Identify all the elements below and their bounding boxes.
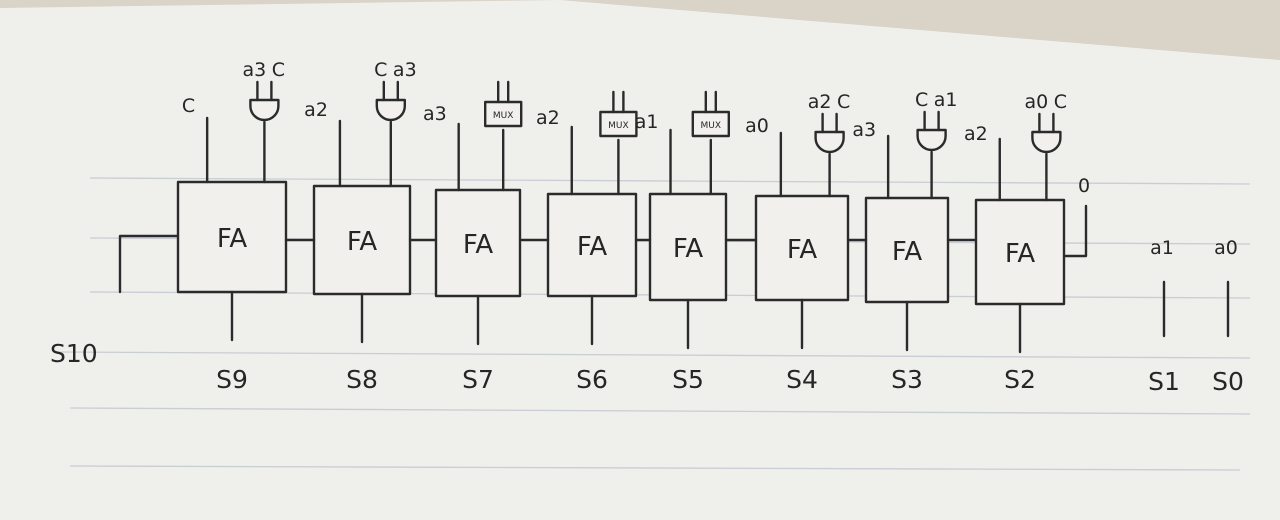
input-a-label: a3 — [423, 103, 447, 125]
full-adder-label: FA — [1005, 239, 1036, 269]
gate-input-label: a2 — [808, 91, 832, 113]
input-a-label: C — [182, 95, 195, 117]
carry-in-wire — [1062, 204, 1088, 258]
full-adder-s5 — [648, 192, 728, 302]
passthrough-input-label: a0 — [1214, 237, 1238, 259]
and-gate-symbol — [814, 130, 845, 154]
gate-input-label: C — [1054, 91, 1067, 113]
gate-input-label: C — [915, 89, 928, 111]
full-adder-label: FA — [463, 230, 494, 260]
input-a-label: a1 — [635, 111, 659, 133]
sum-output-s7: S7 — [462, 365, 494, 394]
input-a-label: a2 — [964, 123, 988, 145]
and-gate-symbol — [375, 98, 406, 122]
sum-output-s4: S4 — [786, 365, 818, 394]
full-adder-label: FA — [217, 224, 248, 254]
and-gate-symbol — [916, 128, 947, 152]
full-adder-s2 — [974, 198, 1066, 306]
gate-input-label: C — [272, 59, 285, 81]
full-adder-label: FA — [787, 235, 818, 265]
sum-output-s3: S3 — [891, 365, 923, 394]
full-adder-s3 — [864, 196, 950, 304]
full-adder-label: FA — [892, 237, 923, 267]
gate-input-label: a3 — [393, 59, 417, 81]
full-adder-s9 — [176, 180, 288, 294]
mux-symbol — [599, 110, 638, 138]
gate-input-label: C — [837, 91, 850, 113]
full-adder-label: FA — [347, 227, 378, 257]
mux-symbol — [691, 110, 730, 138]
full-adder-label: FA — [673, 234, 704, 264]
input-a-label: a3 — [852, 119, 876, 141]
sum-output-s6: S6 — [576, 365, 608, 394]
full-adder-s7 — [434, 188, 522, 298]
carry-in-label: 0 — [1078, 175, 1090, 197]
sum-output-s5: S5 — [672, 365, 704, 394]
sum-output-s8: S8 — [346, 365, 378, 394]
sum-output-s9: S9 — [216, 365, 248, 394]
gate-input-label: a0 — [1025, 91, 1049, 113]
gate-input-label: C — [374, 59, 387, 81]
full-adder-s4 — [754, 194, 850, 302]
mux-label: MUX — [701, 121, 722, 131]
input-a-label: a2 — [536, 107, 560, 129]
passthrough-output-s1: S1 — [1148, 367, 1180, 396]
gate-input-label: a1 — [934, 89, 958, 111]
mux-label: MUX — [493, 111, 514, 121]
carry-out-label: S10 — [50, 339, 98, 368]
passthrough-output-s0: S0 — [1212, 367, 1244, 396]
and-gate-symbol — [249, 98, 280, 122]
mux-label: MUX — [608, 121, 629, 131]
full-adder-s6 — [546, 192, 638, 298]
gate-input-label: a3 — [243, 59, 267, 81]
input-a-label: a2 — [304, 99, 328, 121]
carry-out-wire — [118, 234, 180, 294]
and-gate-symbol — [1031, 130, 1062, 154]
passthrough-input-label: a1 — [1150, 237, 1174, 259]
input-a-label: a0 — [745, 115, 769, 137]
sum-output-s2: S2 — [1004, 365, 1036, 394]
mux-symbol — [484, 100, 523, 128]
full-adder-label: FA — [577, 232, 608, 262]
